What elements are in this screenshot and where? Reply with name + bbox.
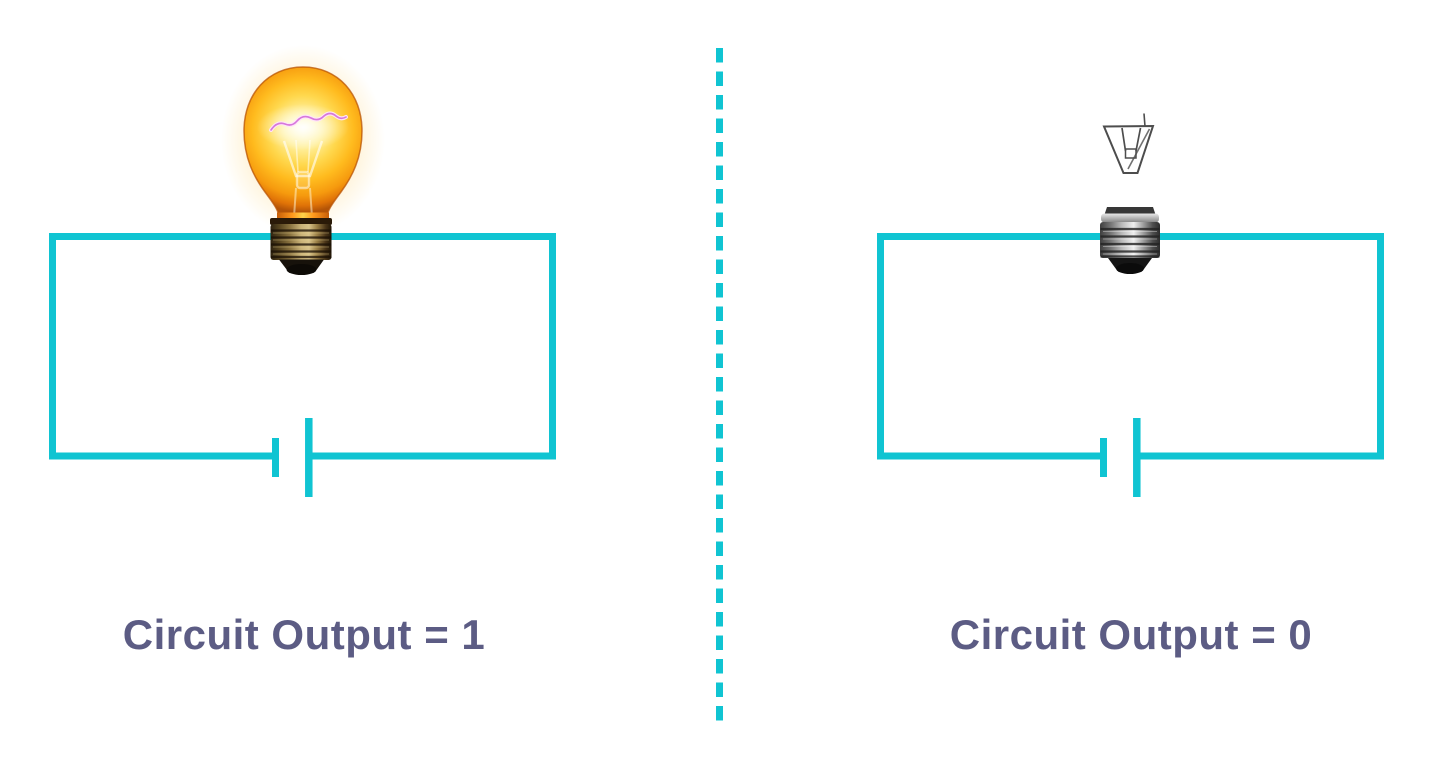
right-battery-icon bbox=[1100, 418, 1141, 497]
lit-bulb-icon bbox=[221, 45, 385, 275]
unlit-bulb-base bbox=[1100, 207, 1160, 274]
left-circuit-label: Circuit Output = 1 bbox=[122, 611, 486, 658]
unlit-filament-support bbox=[1102, 113, 1155, 174]
right-circuit-label: Circuit Output = 0 bbox=[949, 611, 1313, 658]
lit-bulb-base bbox=[270, 212, 332, 275]
left-battery-icon bbox=[272, 418, 313, 497]
left-circuit bbox=[49, 45, 556, 497]
filament-coil-core bbox=[270, 112, 347, 131]
right-circuit bbox=[877, 113, 1384, 497]
glass-stem bbox=[282, 139, 324, 218]
unlit-bulb-icon bbox=[1100, 113, 1160, 274]
